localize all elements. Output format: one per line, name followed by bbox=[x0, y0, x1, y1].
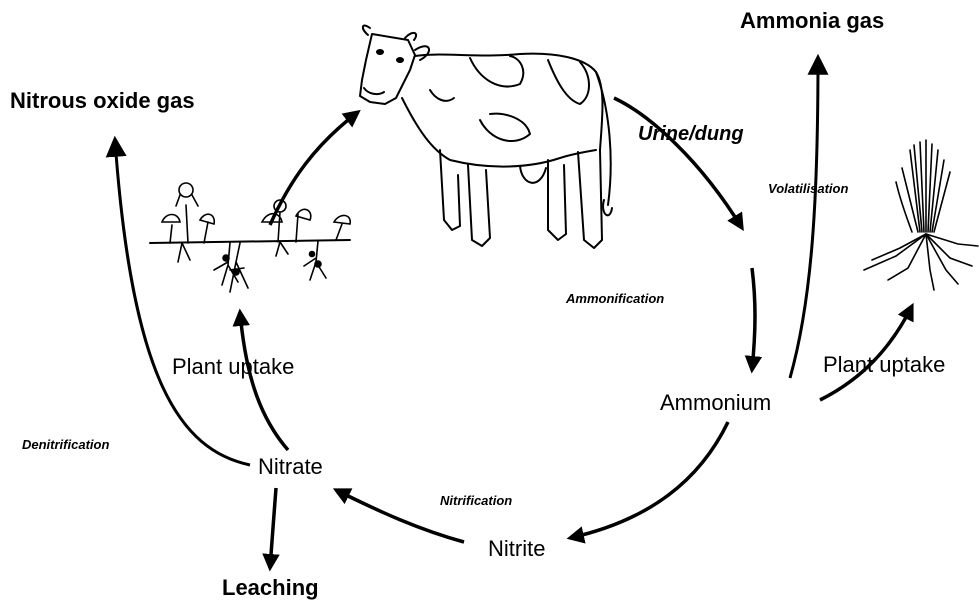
leaching-label: Leaching bbox=[222, 577, 319, 599]
plant-uptake-left-label: Plant uptake bbox=[172, 356, 294, 378]
clover-plant-icon bbox=[150, 183, 350, 292]
denitrification-label: Denitrification bbox=[22, 438, 109, 451]
arrow-denitrification bbox=[115, 140, 250, 465]
arrow-ammonium-to-nitrite bbox=[570, 422, 728, 538]
nitrous-oxide-gas-label: Nitrous oxide gas bbox=[10, 90, 195, 112]
ammonification-label: Ammonification bbox=[566, 292, 664, 305]
volatilisation-label: Volatilisation bbox=[768, 182, 848, 195]
arrow-nitrate-to-plants bbox=[240, 312, 288, 450]
grass-plant-icon bbox=[864, 140, 978, 290]
plant-uptake-right-label: Plant uptake bbox=[823, 354, 945, 376]
ammonia-gas-label: Ammonia gas bbox=[740, 10, 884, 32]
arrow-volatilisation bbox=[790, 58, 818, 378]
arrow-plant-to-cow bbox=[270, 112, 358, 225]
arrow-leaching bbox=[270, 488, 276, 568]
ammonium-label: Ammonium bbox=[660, 392, 771, 414]
urine-dung-label: Urine/dung bbox=[638, 124, 744, 144]
nitrification-label: Nitrification bbox=[440, 494, 512, 507]
arrow-ammonification bbox=[752, 268, 755, 370]
nitrite-label: Nitrite bbox=[488, 538, 545, 560]
cow-icon bbox=[360, 26, 612, 248]
nitrate-label: Nitrate bbox=[258, 456, 323, 478]
arrow-cow-to-urine bbox=[614, 98, 742, 228]
